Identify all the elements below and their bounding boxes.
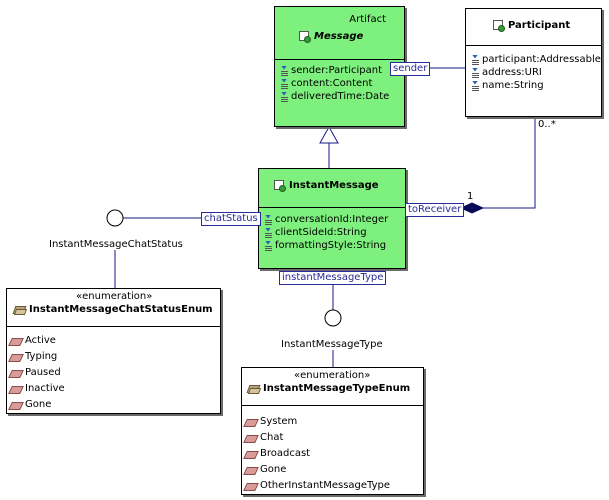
literal-icon [10,352,22,362]
attribute-icon [264,215,273,225]
enumeration-icon [13,305,25,315]
participant-attribute: address:URI [471,67,542,78]
multiplicity-many: 0..* [538,119,556,130]
attribute-icon [280,92,289,102]
class-icon [299,31,311,43]
sender-role-label: sender [390,62,431,76]
instant-message-class-title: InstantMessage [274,180,379,192]
composition-diamond [459,202,485,214]
enumeration-icon [247,384,259,394]
literal-icon [245,465,257,475]
message-type-enum-title: InstantMessageTypeEnum [247,383,410,394]
instant-message-type-role-label: instantMessageType [279,271,387,285]
instant-message-class[interactable]: InstantMessage conversationId:Integer cl… [258,168,406,269]
generalization-arrowhead [319,125,339,144]
literal-icon [245,417,257,427]
instant-message-attribute: formattingStyle:String [264,240,386,251]
chat-status-role-label: chatStatus [201,212,261,226]
participant-class[interactable]: Participant participant:Addressable addr… [465,8,602,117]
literal-icon [10,384,22,394]
message-type-literal: Chat [245,432,283,443]
message-type-enum-stereotype: «enumeration» [294,370,371,381]
literal-icon [245,449,257,459]
instant-message-attribute: conversationId:Integer [264,214,388,225]
message-class[interactable]: Artifact Message sender:Participant cont… [274,6,405,127]
literal-icon [10,336,22,346]
chat-status-enum-class[interactable]: «enumeration» InstantMessageChatStatusEn… [6,288,221,414]
literal-icon [245,481,257,491]
chat-status-interface-circle [106,209,124,227]
attribute-icon [471,68,480,78]
message-attribute: sender:Participant [280,65,382,76]
attribute-icon [280,66,289,76]
attribute-icon [280,79,289,89]
attribute-icon [264,241,273,251]
chat-status-literal: Typing [10,351,57,362]
class-icon [274,180,286,192]
chat-status-literal: Active [10,335,56,346]
literal-icon [245,433,257,443]
message-type-enum-class[interactable]: «enumeration» InstantMessageTypeEnum Sys… [241,367,424,495]
message-type-interface-label: InstantMessageType [281,339,383,350]
message-class-title: Message [299,31,363,43]
to-receiver-role-label: toReceiver [405,203,465,217]
message-type-literal: System [245,416,297,427]
message-attribute: deliveredTime:Date [280,91,389,102]
message-type-literal: OtherInstantMessageType [245,480,390,491]
message-type-literal: Gone [245,464,286,475]
message-type-interface-circle [324,309,342,327]
message-attribute: content:Content [280,78,372,89]
participant-attribute: name:String [471,80,544,91]
chat-status-enum-stereotype: «enumeration» [76,291,153,302]
message-type-literal: Broadcast [245,448,310,459]
multiplicity-one: 1 [467,191,474,202]
to-receiver-line [483,117,536,209]
chat-status-enum-title: InstantMessageChatStatusEnum [13,304,213,315]
literal-icon [10,400,22,410]
chat-status-literal: Paused [10,367,61,378]
attribute-icon [471,81,480,91]
chat-status-literal: Gone [10,399,51,410]
instant-message-attribute: clientSideId:String [264,227,367,238]
participant-class-title: Participant [493,20,570,32]
message-stereotype: Artifact [349,14,386,25]
attribute-icon [471,55,480,65]
chat-status-literal: Inactive [10,383,65,394]
attribute-icon [264,228,273,238]
chat-status-interface-label: InstantMessageChatStatus [49,239,183,250]
literal-icon [10,368,22,378]
class-icon [493,20,505,32]
participant-attribute: participant:Addressable [471,54,601,65]
